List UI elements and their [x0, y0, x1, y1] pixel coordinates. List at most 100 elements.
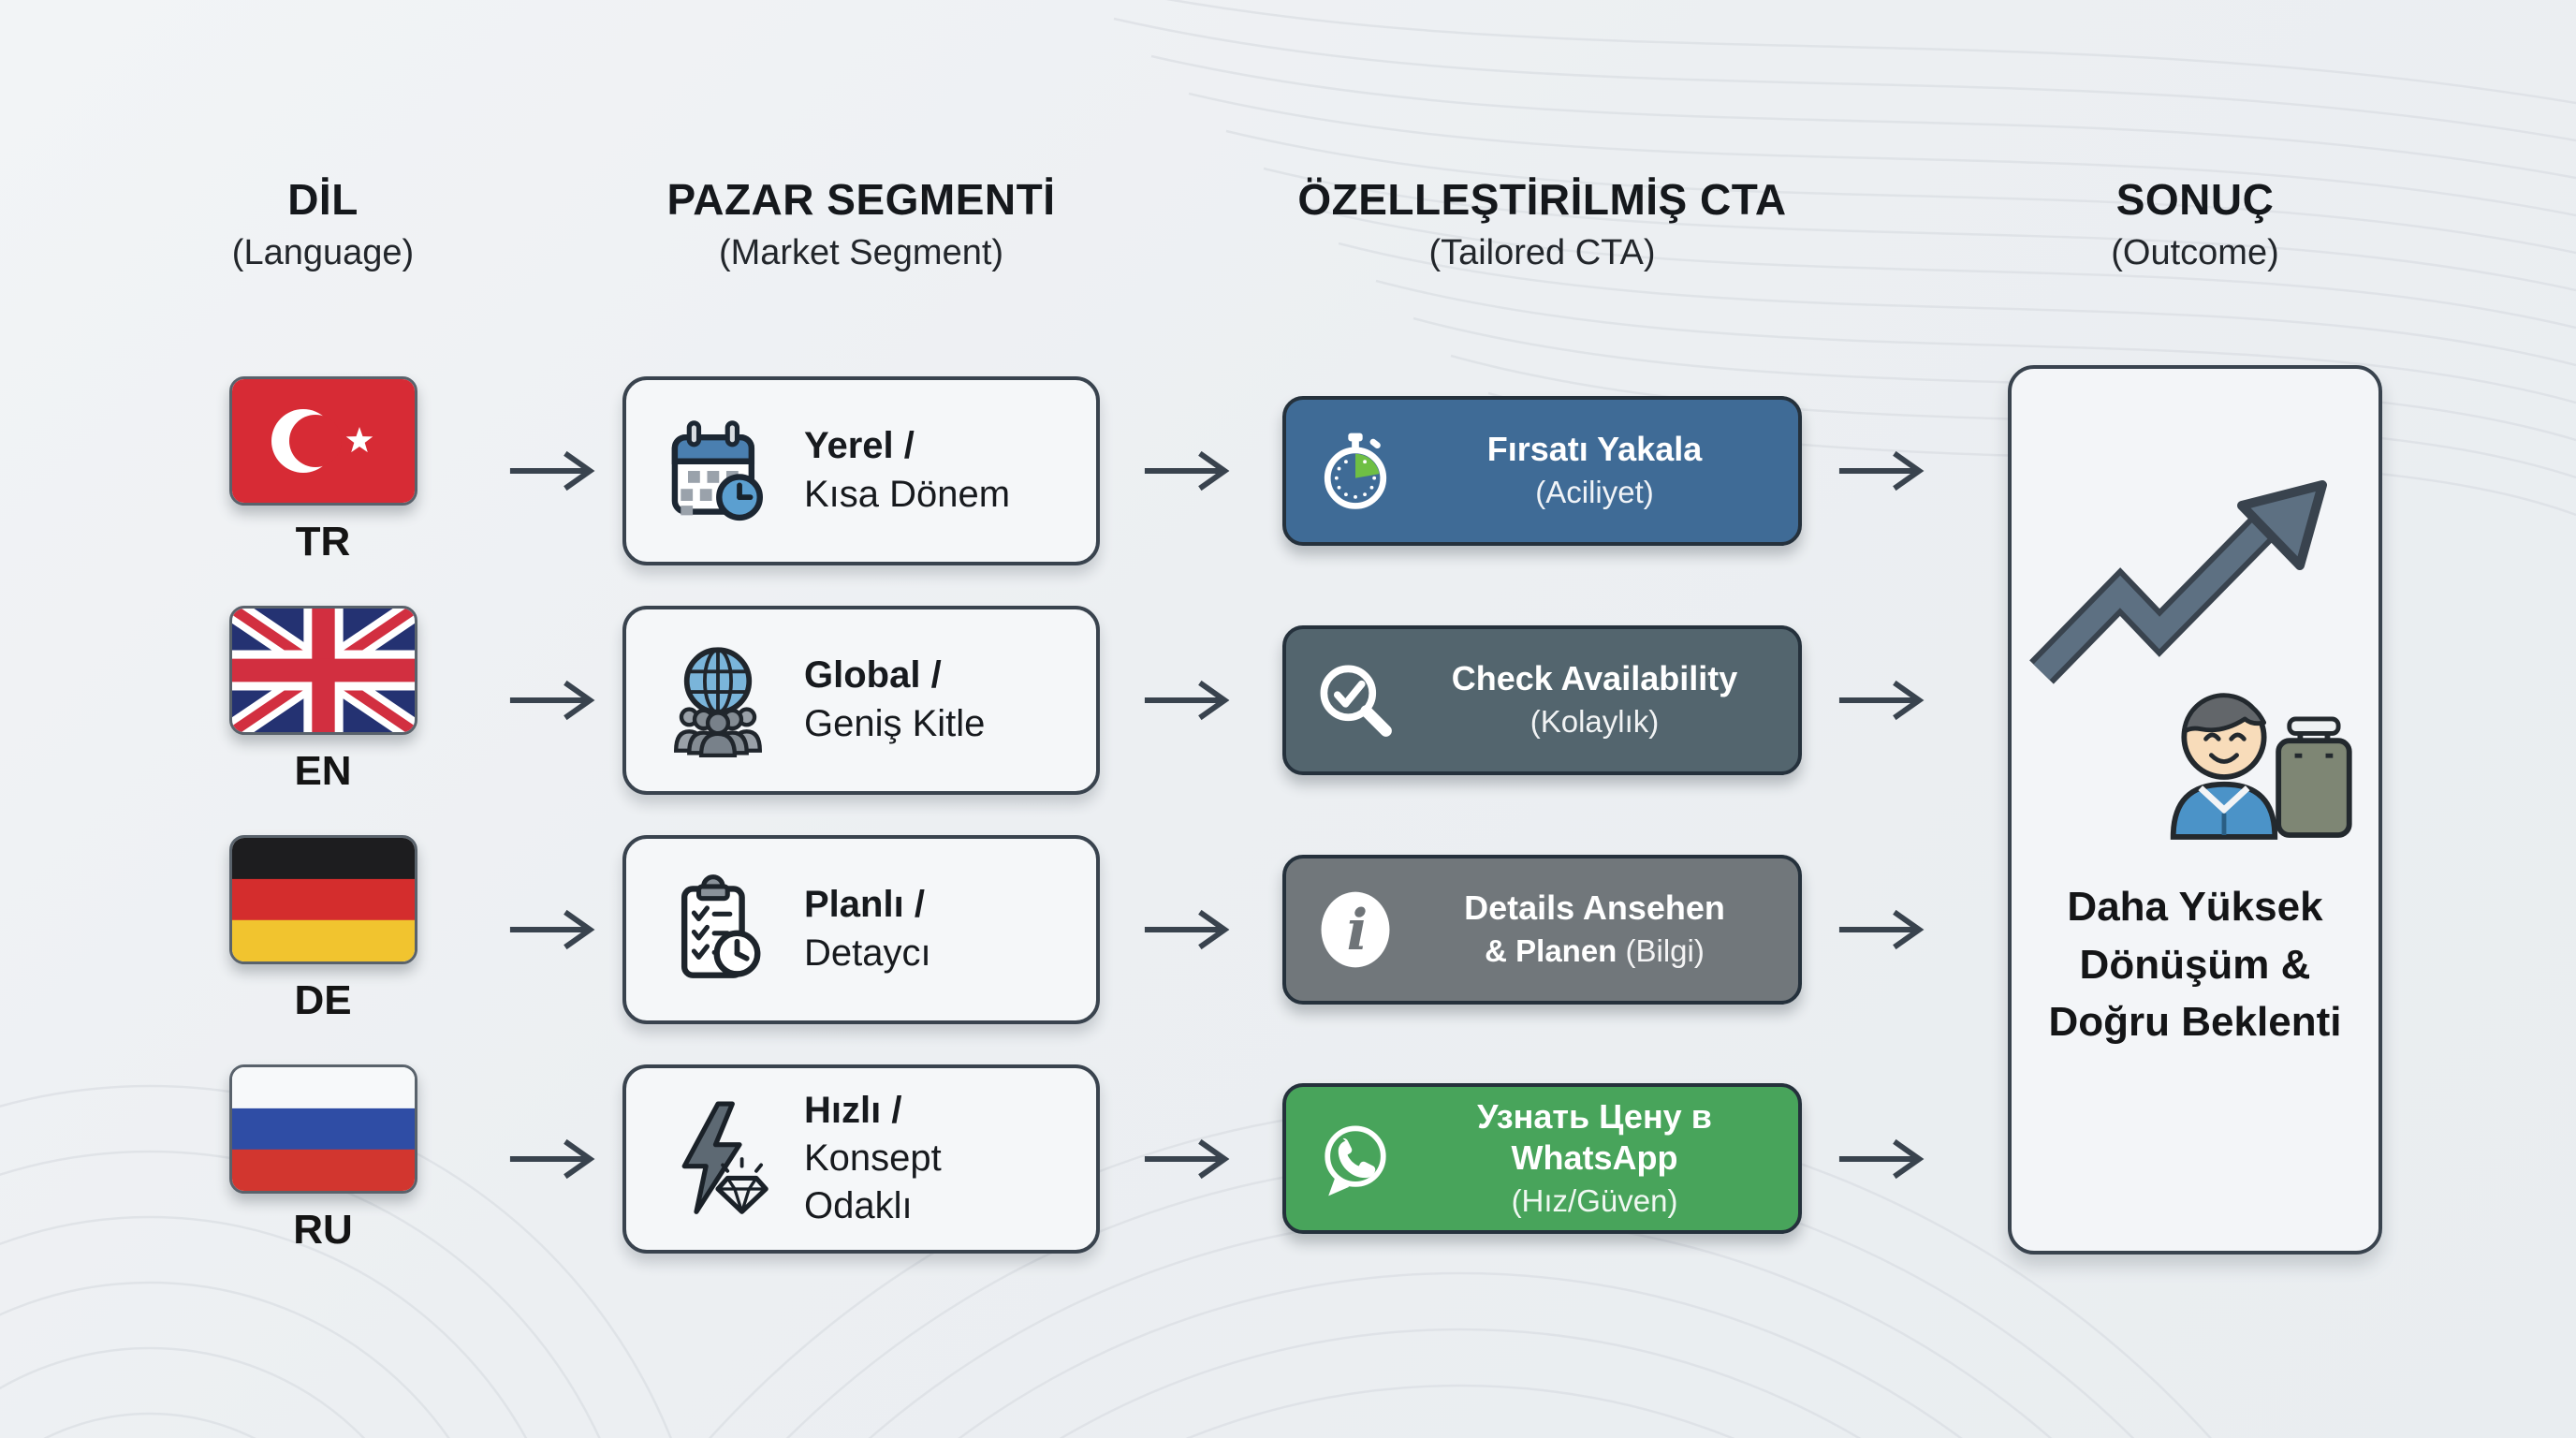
flow-diagram: DİL (Language) PAZAR SEGMENTİ (Market Se…: [154, 154, 2420, 1273]
turkey-flag: [228, 375, 417, 506]
language-code-label: DE: [294, 976, 352, 1023]
right-arrow-icon: [1144, 450, 1229, 491]
flow-arrow: [1100, 814, 1282, 1044]
segment-box-planned-detailed: Planlı / Detaycı: [622, 834, 1100, 1024]
uk-flag: [228, 605, 417, 735]
segment-keyword: Planlı: [804, 884, 904, 926]
segment-text: Yerel / Kısa Dönem: [804, 422, 1010, 518]
flow-arrow: [1802, 1044, 1970, 1273]
clipboard-clock-icon: [681, 873, 761, 978]
flow-arrow: [1802, 356, 1970, 585]
cta-title: Узнать Цену в: [1477, 1097, 1712, 1137]
segment-keyword: Hızlı: [804, 1089, 882, 1131]
cta-button-whatsapp-price[interactable]: Узнать Цену в WhatsApp (Hız/Güven): [1282, 1083, 1802, 1234]
magnifier-check-icon: [1320, 665, 1392, 737]
stopwatch-icon: [1324, 433, 1387, 509]
outcome-column-subtitle: (Outcome): [2111, 232, 2279, 272]
segment-box-fast-concept-focused: Hızlı / Konsept Odaklı: [622, 1064, 1100, 1254]
cta-text: Details Ansehen & Planen (Bilgi): [1417, 888, 1779, 970]
segment-description: Detaycı: [804, 932, 931, 974]
cta-title: Fırsatı Yakala: [1486, 430, 1703, 469]
segment-separator: /: [903, 884, 925, 926]
flow-arrow: [491, 1044, 622, 1273]
cta-text: Check Availability (Kolaylık): [1417, 658, 1779, 741]
cta-subtitle: (Aciliyet): [1535, 475, 1654, 510]
segment-text: Hızlı / Konsept Odaklı: [804, 1087, 942, 1231]
segment-text: Planlı / Detaycı: [804, 881, 931, 976]
right-arrow-icon: [1838, 680, 1925, 720]
column-header-outcome: SONUÇ (Outcome): [1970, 154, 2420, 276]
calendar-clock-icon: [671, 419, 763, 521]
tailored-cta-column-subtitle: (Tailored CTA): [1428, 232, 1656, 272]
segment-separator: /: [920, 654, 942, 697]
right-arrow-icon: [1838, 1138, 1925, 1179]
right-arrow-icon: [1144, 909, 1229, 949]
cta-text: Узнать Цену в WhatsApp (Hız/Güven): [1417, 1096, 1779, 1220]
russia-flag: [228, 1064, 417, 1194]
outcome-text: Daha Yüksek Dönüşüm & Doğru Beklenti: [2049, 878, 2342, 1051]
outcome-line-3: Doğru Beklenti: [2048, 999, 2342, 1046]
svg-text:i: i: [1347, 898, 1368, 963]
language-code-label: RU: [293, 1206, 353, 1253]
flow-arrow: [491, 356, 622, 585]
right-arrow-icon: [509, 680, 595, 720]
cta-button-details-info[interactable]: i Details Ansehen & Planen (Bilgi): [1282, 854, 1802, 1005]
language-item-en: EN: [154, 585, 491, 814]
language-column-title: DİL: [287, 175, 359, 224]
cta-title: Details Ansehen: [1464, 888, 1725, 928]
tailored-cta-column-title: ÖZELLEŞTİRİLMİŞ CTA: [1297, 175, 1787, 224]
right-arrow-icon: [509, 1138, 595, 1179]
segment-separator: /: [893, 425, 915, 467]
cta-title: Check Availability: [1451, 659, 1738, 698]
segment-description-2: Odaklı: [804, 1185, 913, 1227]
right-arrow-icon: [509, 450, 595, 491]
right-arrow-icon: [509, 909, 595, 949]
outcome-line-2: Dönüşüm &: [2079, 941, 2311, 988]
cta-subtitle: (Hız/Güven): [1511, 1183, 1678, 1219]
traveler-luggage-icon: [2170, 693, 2352, 840]
flow-arrow: [1802, 814, 1970, 1044]
growth-arrow-icon: [2029, 480, 2327, 684]
globe-audience-icon: [674, 646, 762, 757]
language-item-tr: TR: [154, 356, 491, 585]
flow-arrow: [1100, 1044, 1282, 1273]
cta-button-check-availability[interactable]: Check Availability (Kolaylık): [1282, 624, 1802, 775]
segment-box-global-wide-audience: Global / Geniş Kitle: [622, 605, 1100, 795]
outcome-box: Daha Yüksek Dönüşüm & Doğru Beklenti: [2008, 365, 2382, 1255]
right-arrow-icon: [1838, 909, 1925, 949]
cta-subtitle: (Bilgi): [1625, 933, 1705, 969]
segment-box-local-short-term: Yerel / Kısa Dönem: [622, 375, 1100, 565]
outcome-line-1: Daha Yüksek: [2067, 884, 2323, 930]
right-arrow-icon: [1838, 450, 1925, 491]
segment-keyword: Global: [804, 654, 921, 697]
right-arrow-icon: [1144, 1138, 1229, 1179]
bolt-diamond-icon: [681, 1101, 768, 1214]
segment-keyword: Yerel: [804, 425, 894, 467]
column-header-language: DİL (Language): [154, 154, 491, 276]
germany-flag: [228, 834, 417, 964]
cta-title-2: WhatsApp: [1511, 1138, 1678, 1178]
cta-button-urgency[interactable]: Fırsatı Yakala (Aciliyet): [1282, 395, 1802, 546]
flow-arrow: [491, 585, 622, 814]
cta-text: Fırsatı Yakala (Aciliyet): [1417, 429, 1779, 511]
segment-description: Kısa Dönem: [804, 473, 1011, 515]
flow-arrow: [491, 814, 622, 1044]
outcome-column-title: SONUÇ: [2115, 175, 2275, 224]
segment-text: Global / Geniş Kitle: [804, 652, 985, 747]
language-item-ru: RU: [154, 1044, 491, 1273]
cta-subtitle: (Kolaylık): [1530, 704, 1660, 740]
segment-description: Konsept: [804, 1137, 942, 1179]
flow-arrow: [1802, 585, 1970, 814]
flow-arrow: [1100, 585, 1282, 814]
cta-sub-bold: & Planen: [1485, 933, 1626, 969]
language-code-label: EN: [294, 747, 352, 794]
column-header-tailored-cta: ÖZELLEŞTİRİLMİŞ CTA (Tailored CTA): [1282, 154, 1802, 276]
right-arrow-icon: [1144, 680, 1229, 720]
segment-separator: /: [881, 1089, 902, 1131]
language-column-subtitle: (Language): [231, 232, 415, 272]
column-header-market-segment: PAZAR SEGMENTİ (Market Segment): [622, 154, 1100, 276]
info-icon: i: [1321, 891, 1390, 967]
outcome-illustration: [2012, 406, 2378, 865]
language-code-label: TR: [295, 518, 351, 565]
